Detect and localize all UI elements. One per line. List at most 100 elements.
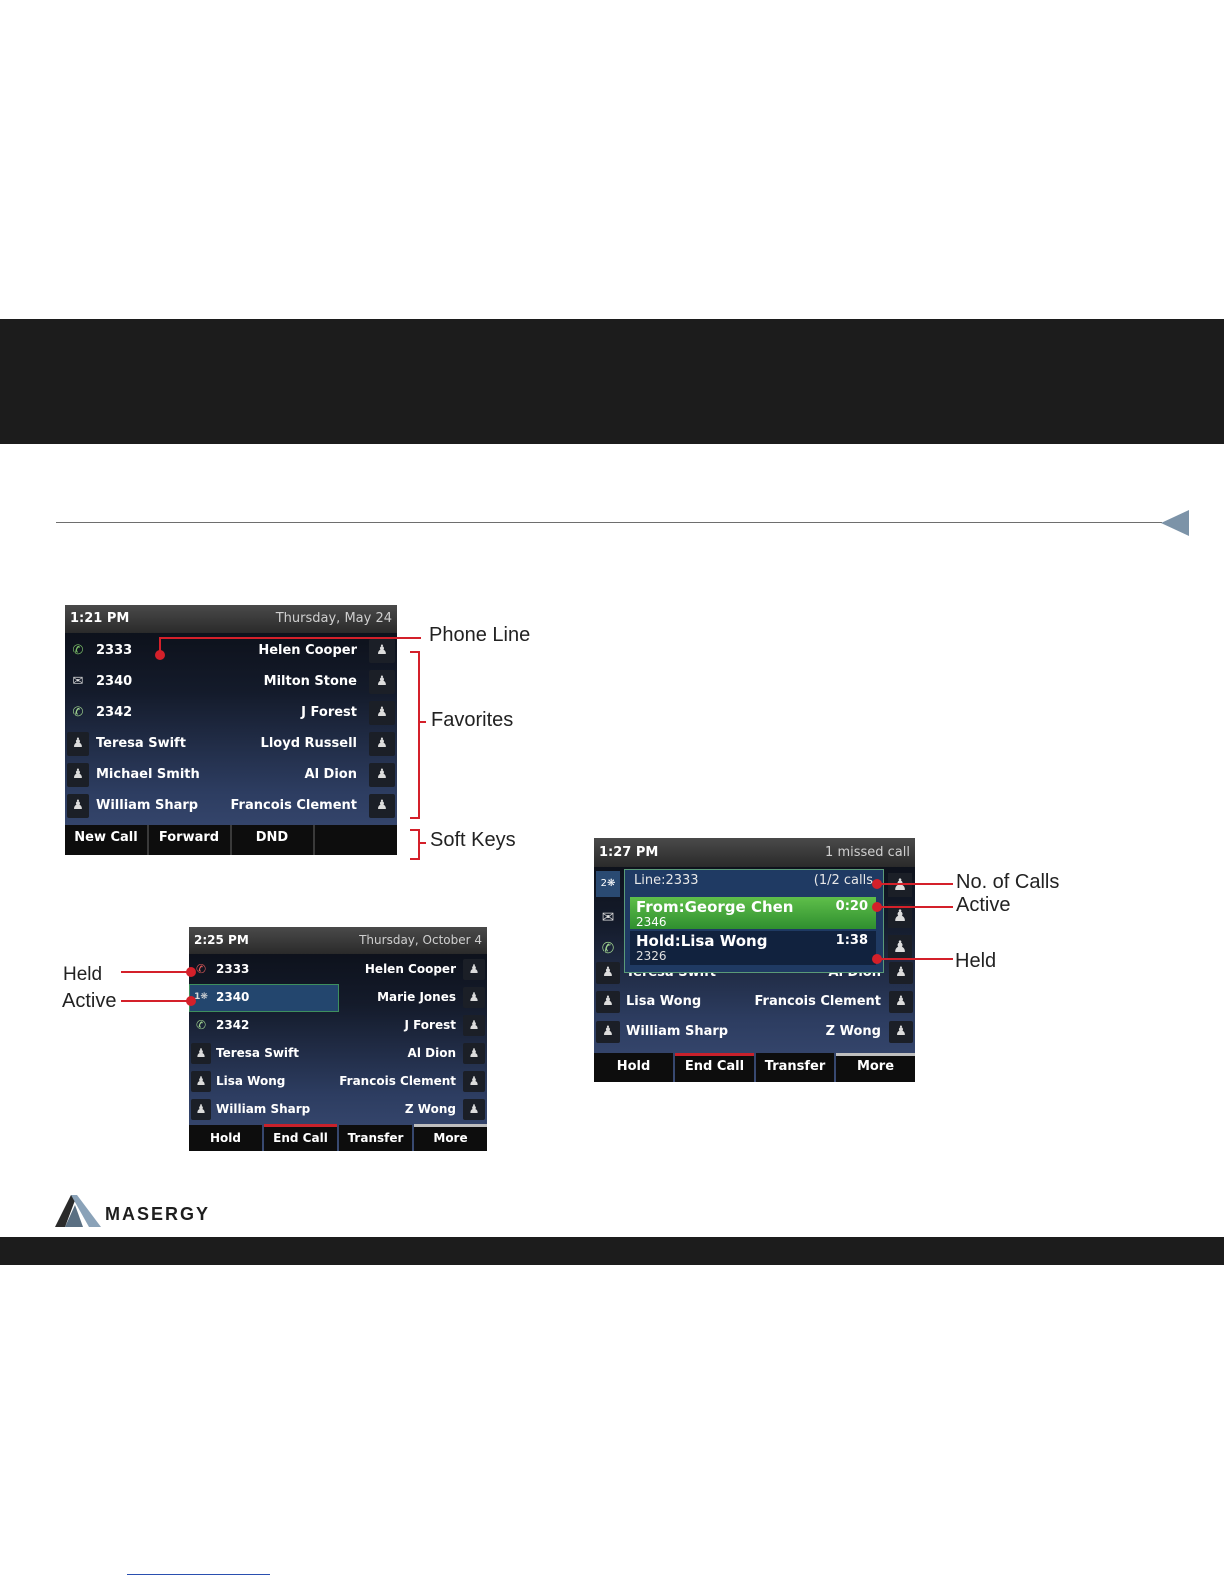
- phone-line-icon: ✆: [195, 1018, 207, 1032]
- row-left-label: 2333: [96, 643, 133, 658]
- contact-icon: ♟: [67, 794, 89, 818]
- softkey-empty[interactable]: [314, 825, 397, 855]
- phone-line-callout: [159, 637, 421, 639]
- contact-icon: ♟: [463, 1071, 485, 1092]
- call-list-window[interactable]: Line:2333 (1/2 calls From:George Chen 23…: [624, 869, 884, 973]
- soft-keys-tick: [418, 842, 426, 844]
- row-left-label: 2340: [96, 674, 133, 689]
- held-call-name: Hold:Lisa Wong: [636, 932, 768, 950]
- row-right-label: Z Wong: [404, 1102, 456, 1116]
- softkey-transfer[interactable]: Transfer: [756, 1053, 834, 1082]
- active-call-row[interactable]: From:George Chen 2346 0:20: [630, 897, 876, 929]
- status-bar: 1:21 PM Thursday, May 24: [65, 605, 397, 633]
- masergy-logo-text: MASERGY: [105, 1204, 211, 1224]
- contact-icon: ♟: [463, 959, 485, 980]
- footer-link-underline[interactable]: [127, 1574, 270, 1575]
- line-key-row[interactable]: ✉ 2340 Milton Stone ♟: [65, 666, 397, 697]
- row-right-label: Al Dion: [304, 767, 357, 782]
- phone-screen-home: 1:21 PM Thursday, May 24 ✆ 2333 Helen Co…: [65, 605, 397, 855]
- softkey-new-call[interactable]: New Call: [65, 825, 147, 855]
- row-left-label: Teresa Swift: [96, 736, 186, 751]
- contact-icon: ♟: [888, 873, 912, 897]
- phone-line-dot: [155, 650, 165, 660]
- row-right-label: Al Dion: [407, 1046, 456, 1060]
- phone-line-icon: ✆: [601, 939, 615, 957]
- contact-icon: ♟: [369, 639, 395, 663]
- active-call-duration: 0:20: [835, 899, 868, 914]
- status-missed-calls: 1 missed call: [825, 845, 910, 860]
- held-call-duration: 1:38: [835, 933, 868, 948]
- active-label: Active: [62, 990, 117, 1012]
- more-indicator: [414, 1124, 487, 1127]
- softkey-more[interactable]: More: [836, 1053, 915, 1082]
- softkey-hold[interactable]: Hold: [594, 1053, 673, 1082]
- favorites-tick: [418, 721, 426, 723]
- rule-arrow-icon: [1161, 510, 1189, 536]
- row-left-label: Lisa Wong: [216, 1074, 286, 1088]
- row-right-label: J Forest: [404, 1018, 456, 1032]
- line-key-row[interactable]: ✆ 2333 Helen Cooper ♟: [65, 635, 397, 666]
- row-right-label: Francois Clement: [754, 994, 882, 1009]
- contact-icon: ♟: [596, 991, 620, 1013]
- row-left-label: Teresa Swift: [216, 1046, 300, 1060]
- line-key-row[interactable]: ✆ 2333 Helen Cooper ♟: [189, 955, 487, 983]
- held-right-label: Held: [955, 950, 997, 972]
- phone-line-callout: [159, 637, 161, 654]
- favorites-label: Favorites: [431, 709, 514, 731]
- contact-icon: ♟: [369, 794, 395, 818]
- phone-screen-held-active: 2:25 PM Thursday, October 4 ✆ 2333 Helen…: [189, 927, 487, 1151]
- hd-line-icon: 2❋: [596, 871, 620, 897]
- row-right-label: Milton Stone: [263, 674, 357, 689]
- softkey-forward[interactable]: Forward: [148, 825, 230, 855]
- row-right-label: J Forest: [301, 705, 357, 720]
- line-key-row-active[interactable]: 1❋ 2340 Marie Jones ♟: [189, 983, 487, 1012]
- row-right-label: Marie Jones: [377, 990, 456, 1004]
- envelope-icon: ✉: [601, 908, 615, 926]
- contact-icon: ♟: [596, 1021, 620, 1043]
- contact-icon: ♟: [67, 763, 89, 787]
- favorite-row[interactable]: ♟ William Sharp Z Wong ♟: [594, 1017, 915, 1047]
- softkey-transfer[interactable]: Transfer: [339, 1125, 412, 1151]
- contact-icon: ♟: [463, 1015, 485, 1036]
- held-call-row[interactable]: Hold:Lisa Wong 2326 1:38: [630, 931, 876, 965]
- active-call-number: 2346: [636, 915, 667, 929]
- contact-icon: ♟: [369, 670, 395, 694]
- contact-icon: ♟: [889, 991, 913, 1013]
- held-callout: [121, 971, 191, 973]
- status-date: Thursday, May 24: [275, 611, 392, 626]
- favorite-row[interactable]: ♟ Teresa Swift Lloyd Russell ♟: [65, 728, 397, 759]
- header-band: [0, 319, 1224, 444]
- row-left-label: William Sharp: [626, 1024, 729, 1039]
- favorite-row[interactable]: ♟ Teresa Swift Al Dion ♟: [189, 1039, 487, 1067]
- favorite-row[interactable]: ♟ Lisa Wong Francois Clement ♟: [594, 987, 915, 1017]
- active-call-name: From:George Chen: [636, 898, 794, 916]
- softkey-end-call[interactable]: End Call: [264, 1125, 337, 1151]
- phone-line-icon: ✆: [72, 643, 84, 658]
- favorite-row[interactable]: ♟ William Sharp Francois Clement ♟: [65, 790, 397, 821]
- softkey-hold[interactable]: Hold: [189, 1125, 262, 1151]
- end-call-indicator: [675, 1053, 754, 1056]
- row-left-label: 2342: [96, 705, 133, 720]
- softkey-dnd[interactable]: DND: [231, 825, 313, 855]
- row-right-label: Z Wong: [825, 1024, 881, 1039]
- softkey-more[interactable]: More: [414, 1125, 487, 1151]
- contact-icon: ♟: [191, 1071, 211, 1092]
- hd-call-icon: 1❋: [194, 992, 208, 1002]
- held-dot: [186, 967, 196, 977]
- favorite-row[interactable]: ♟ Michael Smith Al Dion ♟: [65, 759, 397, 790]
- status-bar: 1:27 PM 1 missed call: [594, 838, 915, 867]
- row-right-label: Francois Clement: [339, 1074, 456, 1088]
- active-call-callout: [877, 906, 953, 908]
- status-date: Thursday, October 4: [359, 933, 482, 947]
- favorite-row[interactable]: ♟ William Sharp Z Wong ♟: [189, 1095, 487, 1123]
- favorite-row[interactable]: ♟ Lisa Wong Francois Clement ♟: [189, 1067, 487, 1095]
- held-call-number: 2326: [636, 949, 667, 963]
- masergy-logo-icon: [55, 1195, 101, 1227]
- row-left-label: 2333: [216, 962, 250, 976]
- held-call-callout: [877, 958, 953, 960]
- line-key-row[interactable]: ✆ 2342 J Forest ♟: [65, 697, 397, 728]
- contact-icon: ♟: [889, 962, 913, 984]
- contact-icon: ♟: [191, 1043, 211, 1064]
- line-key-row[interactable]: ✆ 2342 J Forest ♟: [189, 1011, 487, 1039]
- softkey-end-call[interactable]: End Call: [675, 1053, 754, 1082]
